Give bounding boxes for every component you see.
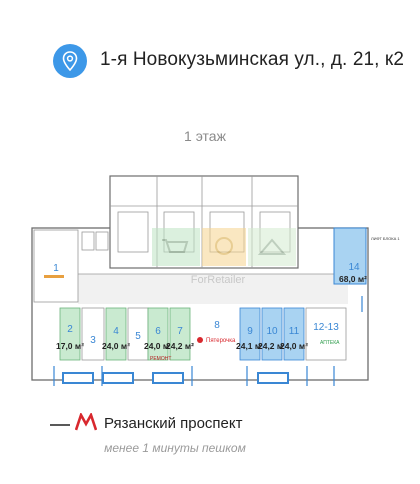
unit-6-area: 24,0 м² — [144, 341, 172, 351]
unit-8-number: 8 — [214, 320, 220, 331]
unit-2-area: 17,0 м² — [56, 341, 84, 351]
unit-9[interactable] — [239, 307, 261, 361]
unit-4-area: 24,0 м² — [102, 341, 130, 351]
metro-m-icon — [75, 413, 97, 431]
floor-label: 1 этаж — [184, 128, 226, 144]
unit-4-number: 4 — [113, 326, 119, 337]
unit-9-area: 24,1 м² — [236, 341, 264, 351]
address-text: 1-я Новокузьминская ул., д. 21, к2 — [100, 49, 404, 70]
watermark-text: ForRetailer — [191, 274, 246, 286]
unit-10-number: 10 — [266, 326, 278, 337]
unit-7-number: 7 — [177, 326, 183, 337]
floor-plan[interactable]: 1 14 68,0 м² ЛИФТ БЛОКА 1 ForRetailer 2 … — [22, 156, 418, 418]
unit-14-number: 14 — [348, 262, 360, 273]
unit-11-number: 11 — [289, 326, 300, 337]
unit-1[interactable] — [33, 229, 79, 303]
unit-14[interactable] — [333, 227, 367, 285]
metro-row: Рязанский проспект — [0, 412, 420, 436]
unit-9-number: 9 — [247, 326, 253, 337]
unit-3[interactable] — [81, 307, 105, 361]
unit-3-number: 3 — [90, 335, 96, 346]
unit-2[interactable] — [59, 307, 81, 361]
unit-10[interactable] — [261, 307, 283, 361]
unit-7-area: 24,2 м² — [166, 341, 194, 351]
unit-7[interactable] — [169, 307, 191, 361]
location-pin-icon — [53, 44, 87, 78]
watermark-logo — [152, 228, 296, 266]
metro-walk-time: менее 1 минуты пешком — [104, 441, 246, 455]
unit-6[interactable] — [147, 307, 169, 361]
unit-12-13[interactable] — [305, 307, 347, 361]
lower-shops: 2 17,0 м² 3 4 24,0 м² 5 6 24,0 м² 7 24,2… — [56, 307, 347, 361]
brand-pyaterochka: Пятерочка — [206, 338, 236, 344]
unit-11-area: 24,0 м² — [280, 341, 308, 351]
plan-corridor — [78, 274, 348, 304]
brand-remont: РЕМОНТ — [150, 356, 171, 362]
unit-5-number: 5 — [135, 331, 141, 342]
entrance-markers — [53, 296, 363, 386]
unit-4[interactable] — [105, 307, 127, 361]
dash-divider — [50, 424, 70, 426]
unit-14-area: 68,0 м² — [339, 274, 367, 284]
unit-10-area: 24,2 м² — [258, 341, 286, 351]
unit-1-number: 1 — [53, 263, 59, 274]
lift-label: ЛИФТ БЛОКА 1 — [371, 236, 400, 241]
unit-2-number: 2 — [67, 324, 73, 335]
unit-6-number: 6 — [155, 326, 161, 337]
metro-station: Рязанский проспект — [104, 415, 243, 432]
unit-11[interactable] — [283, 307, 305, 361]
unit-12-13-number: 12-13 — [313, 322, 339, 333]
brand-apteka: АПТЕКА — [320, 340, 340, 346]
address-row: 1-я Новокузьминская ул., д. 21, к2 — [0, 36, 420, 88]
